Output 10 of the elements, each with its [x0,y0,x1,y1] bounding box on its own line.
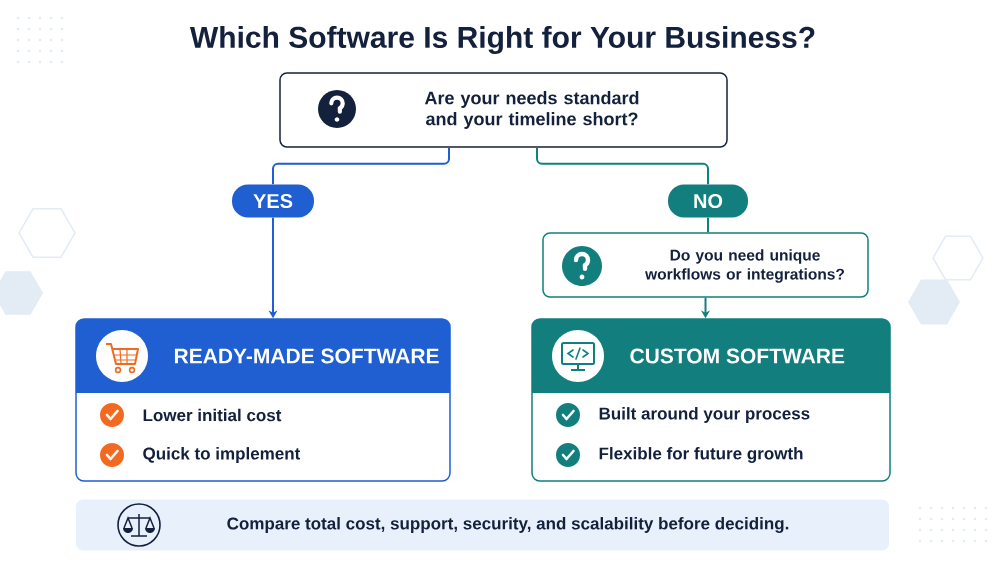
answer-pill: NO [668,184,748,218]
list-item: Lower initial cost [143,408,282,422]
question-box: Are your needs standard and your timeline short? [279,72,728,148]
answer-pill: YES [232,184,314,218]
question-box: Do you need unique workflows or integrations? [542,232,869,298]
list-item: Quick to implement [143,447,301,463]
list-item: Built around your process [599,407,810,423]
title: Which Software Is Right for Your Business? [189,25,815,55]
note-banner: Compare total cost, support, security, and scalability before deciding. [76,499,889,551]
list-item: Flexible for future growth [599,447,803,463]
